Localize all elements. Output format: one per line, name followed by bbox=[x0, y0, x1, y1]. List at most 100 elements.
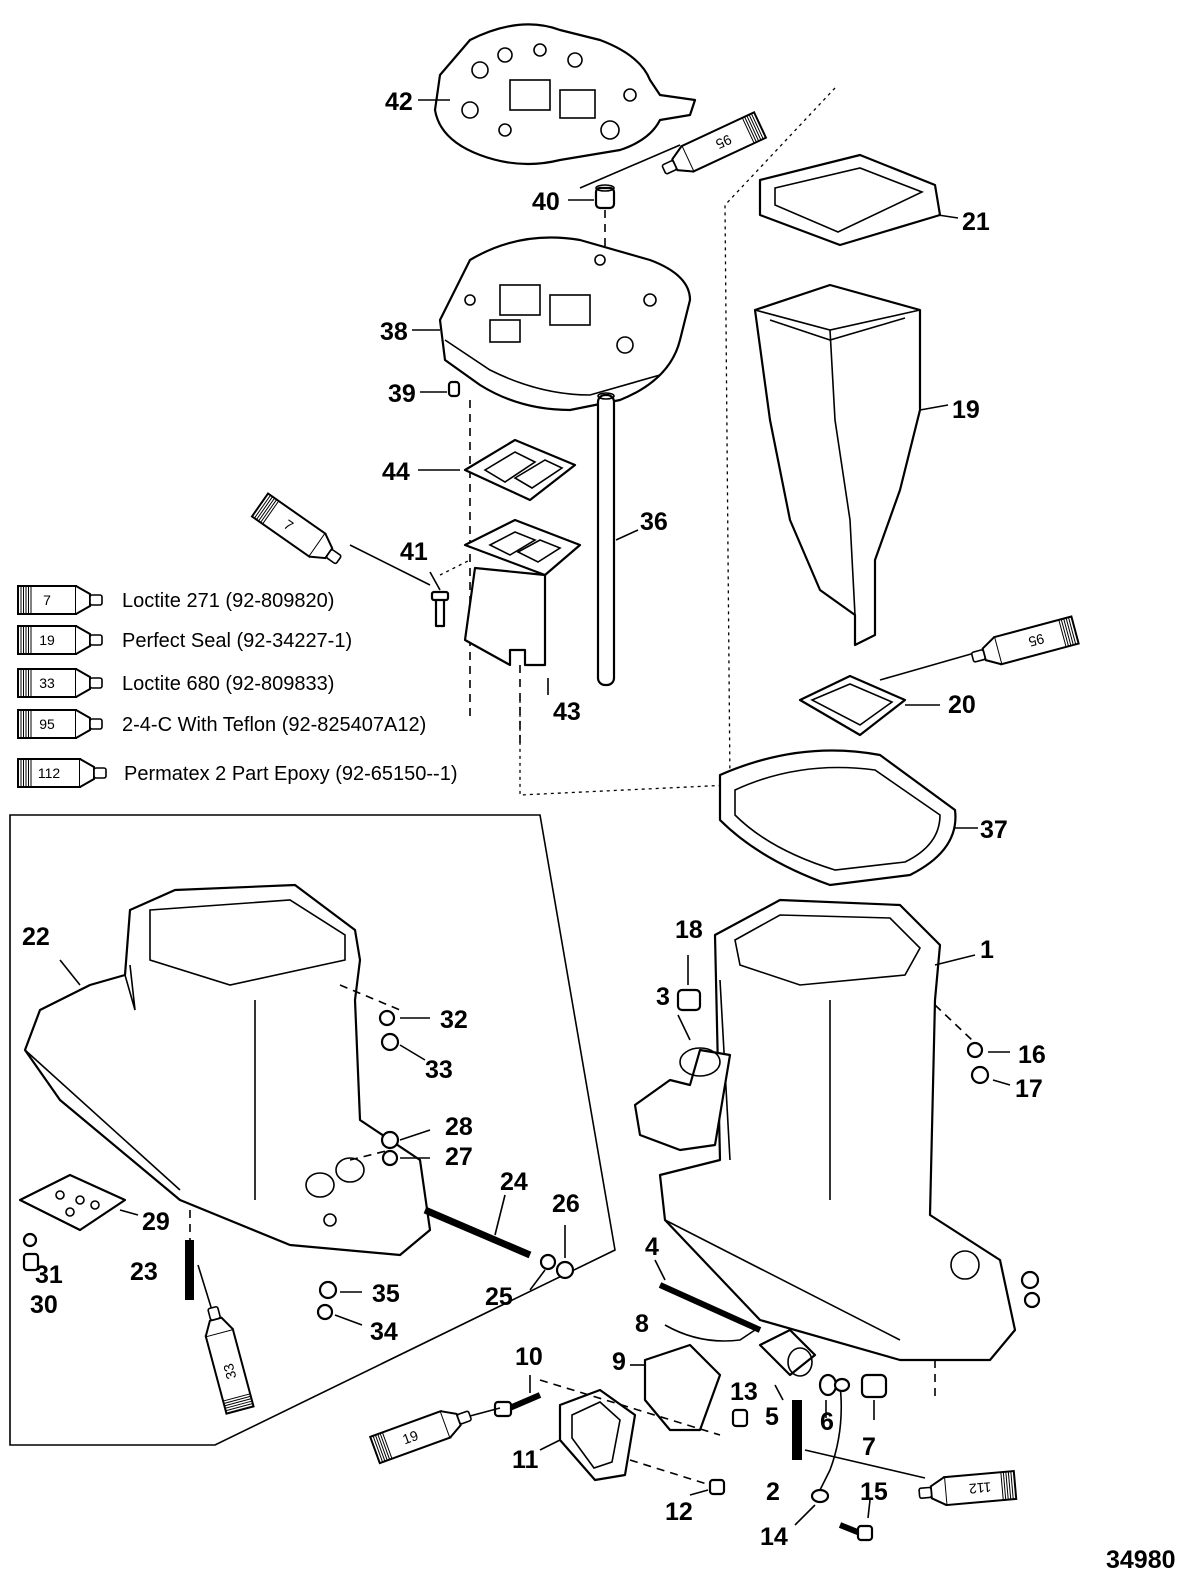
part-7-nut bbox=[860, 1373, 888, 1399]
callout-4: 4 bbox=[645, 1233, 659, 1261]
callout-27: 27 bbox=[445, 1143, 473, 1171]
tube-label-112: 112 bbox=[38, 765, 61, 781]
callout-8: 8 bbox=[635, 1310, 649, 1338]
part-19-drive-housing bbox=[753, 283, 922, 647]
part-35-nut-left bbox=[318, 1280, 338, 1300]
part-23-stud bbox=[185, 1240, 194, 1300]
part-39-pin bbox=[447, 380, 461, 398]
callout-21: 21 bbox=[962, 208, 990, 236]
callout-36: 36 bbox=[640, 508, 668, 536]
sealant-legend: 7 Loctite 271 (92-809820) 19 Perfect Seal (… bbox=[17, 585, 458, 788]
tube-label-95: 95 bbox=[39, 716, 55, 732]
tube-label-95: 95 bbox=[713, 131, 734, 152]
part-37-gasket bbox=[718, 749, 957, 887]
tube-label-33: 33 bbox=[220, 1362, 240, 1381]
legend-tube-95: 95 bbox=[17, 709, 103, 739]
part-40-dowel bbox=[594, 184, 616, 210]
legend-text-19: Perfect Seal (92-34227-1) bbox=[122, 630, 352, 652]
diagram-reference-number: 34980 bbox=[1106, 1546, 1176, 1574]
tube-95-top: 95 bbox=[661, 110, 768, 175]
callout-44: 44 bbox=[382, 458, 410, 486]
callout-7: 7 bbox=[862, 1433, 876, 1461]
callout-16: 16 bbox=[1018, 1041, 1046, 1069]
callout-23: 23 bbox=[130, 1258, 158, 1286]
tube-label-19: 19 bbox=[400, 1427, 420, 1447]
tube-label-19: 19 bbox=[39, 632, 55, 648]
part-42-top-gasket bbox=[433, 23, 697, 166]
legend-tube-19: 19 bbox=[17, 625, 103, 655]
callout-22: 22 bbox=[22, 923, 50, 951]
callout-20: 20 bbox=[948, 691, 976, 719]
part-24-stud bbox=[423, 1206, 532, 1259]
part-41-screw bbox=[430, 590, 450, 628]
callout-numbers: 4240383944414336211920372232332827292426… bbox=[22, 88, 1046, 1551]
callout-32: 32 bbox=[440, 1006, 468, 1034]
callout-38: 38 bbox=[380, 318, 408, 346]
part-10-screw bbox=[493, 1392, 542, 1418]
callout-43: 43 bbox=[553, 698, 581, 726]
callout-31: 31 bbox=[35, 1261, 63, 1289]
part-17-nut bbox=[970, 1065, 990, 1085]
part-6-washer bbox=[818, 1373, 838, 1397]
tube-7-left: 7 bbox=[250, 492, 342, 565]
callout-35: 35 bbox=[372, 1280, 400, 1308]
part-14-ground-strap bbox=[819, 1384, 843, 1491]
part-32-washer bbox=[378, 1009, 396, 1027]
legend-text-95: 2-4-C With Teflon (92-825407A12) bbox=[122, 714, 426, 736]
callout-26: 26 bbox=[552, 1190, 580, 1218]
callout-30: 30 bbox=[30, 1291, 58, 1319]
part-20-seal bbox=[798, 674, 907, 737]
tube-label-112: 112 bbox=[968, 1479, 992, 1497]
part-44-exhaust-gasket bbox=[463, 438, 577, 502]
tube-label-7: 7 bbox=[43, 592, 51, 608]
tube-19-bottom: 19 bbox=[368, 1409, 472, 1465]
callout-24: 24 bbox=[500, 1168, 528, 1196]
tube-112-bottom: 112 bbox=[918, 1469, 1018, 1507]
part-18-plug bbox=[676, 988, 702, 1012]
callout-9: 9 bbox=[612, 1348, 626, 1376]
callout-28: 28 bbox=[445, 1113, 473, 1141]
part-3-exhaust-relief-elbow bbox=[633, 1047, 732, 1152]
callout-5: 5 bbox=[765, 1403, 779, 1431]
part-15-screw bbox=[838, 1522, 874, 1542]
tube-95-right: 95 bbox=[970, 615, 1080, 666]
callout-29: 29 bbox=[142, 1208, 170, 1236]
part-2-stud bbox=[792, 1400, 802, 1460]
part-16-washer bbox=[966, 1041, 984, 1059]
part-29-anode-plate bbox=[18, 1173, 127, 1232]
legend-text-7: Loctite 271 (92-809820) bbox=[122, 590, 334, 612]
callout-25: 25 bbox=[485, 1283, 513, 1311]
part-36-water-tube bbox=[596, 392, 616, 687]
callout-13: 13 bbox=[730, 1378, 758, 1406]
callout-41: 41 bbox=[400, 538, 428, 566]
tube-33-bottom: 33 bbox=[204, 1305, 255, 1415]
part-11-anode bbox=[558, 1388, 637, 1482]
part-4-bolt bbox=[658, 1282, 762, 1333]
upper-group-boundary bbox=[519, 87, 836, 796]
part-35-nut-right bbox=[1020, 1270, 1040, 1290]
callout-1: 1 bbox=[980, 936, 994, 964]
part-21-seal bbox=[758, 153, 942, 247]
part-8-ground-wire bbox=[664, 1324, 756, 1342]
callout-39: 39 bbox=[388, 380, 416, 408]
part-33-nut bbox=[380, 1032, 400, 1052]
part-34-washer-left bbox=[316, 1303, 334, 1321]
callout-6: 6 bbox=[820, 1408, 834, 1436]
part-12-screw bbox=[708, 1478, 726, 1496]
lower-housing-group-boundary bbox=[9, 814, 616, 1446]
legend-tube-7: 7 bbox=[17, 585, 103, 615]
part-13-screw bbox=[731, 1408, 749, 1428]
tube-label-95: 95 bbox=[1027, 631, 1046, 651]
callout-42: 42 bbox=[385, 88, 413, 116]
callout-18: 18 bbox=[675, 916, 703, 944]
callout-2: 2 bbox=[766, 1478, 780, 1506]
callout-15: 15 bbox=[860, 1478, 888, 1506]
callout-40: 40 bbox=[532, 188, 560, 216]
part-26-nut bbox=[555, 1260, 575, 1280]
legend-tube-112: 112 bbox=[17, 758, 107, 788]
callout-34: 34 bbox=[370, 1318, 398, 1346]
part-31-washer bbox=[22, 1232, 38, 1248]
part-43-exhaust-tube bbox=[463, 518, 582, 667]
part-22-driveshaft-housing bbox=[23, 883, 432, 1257]
